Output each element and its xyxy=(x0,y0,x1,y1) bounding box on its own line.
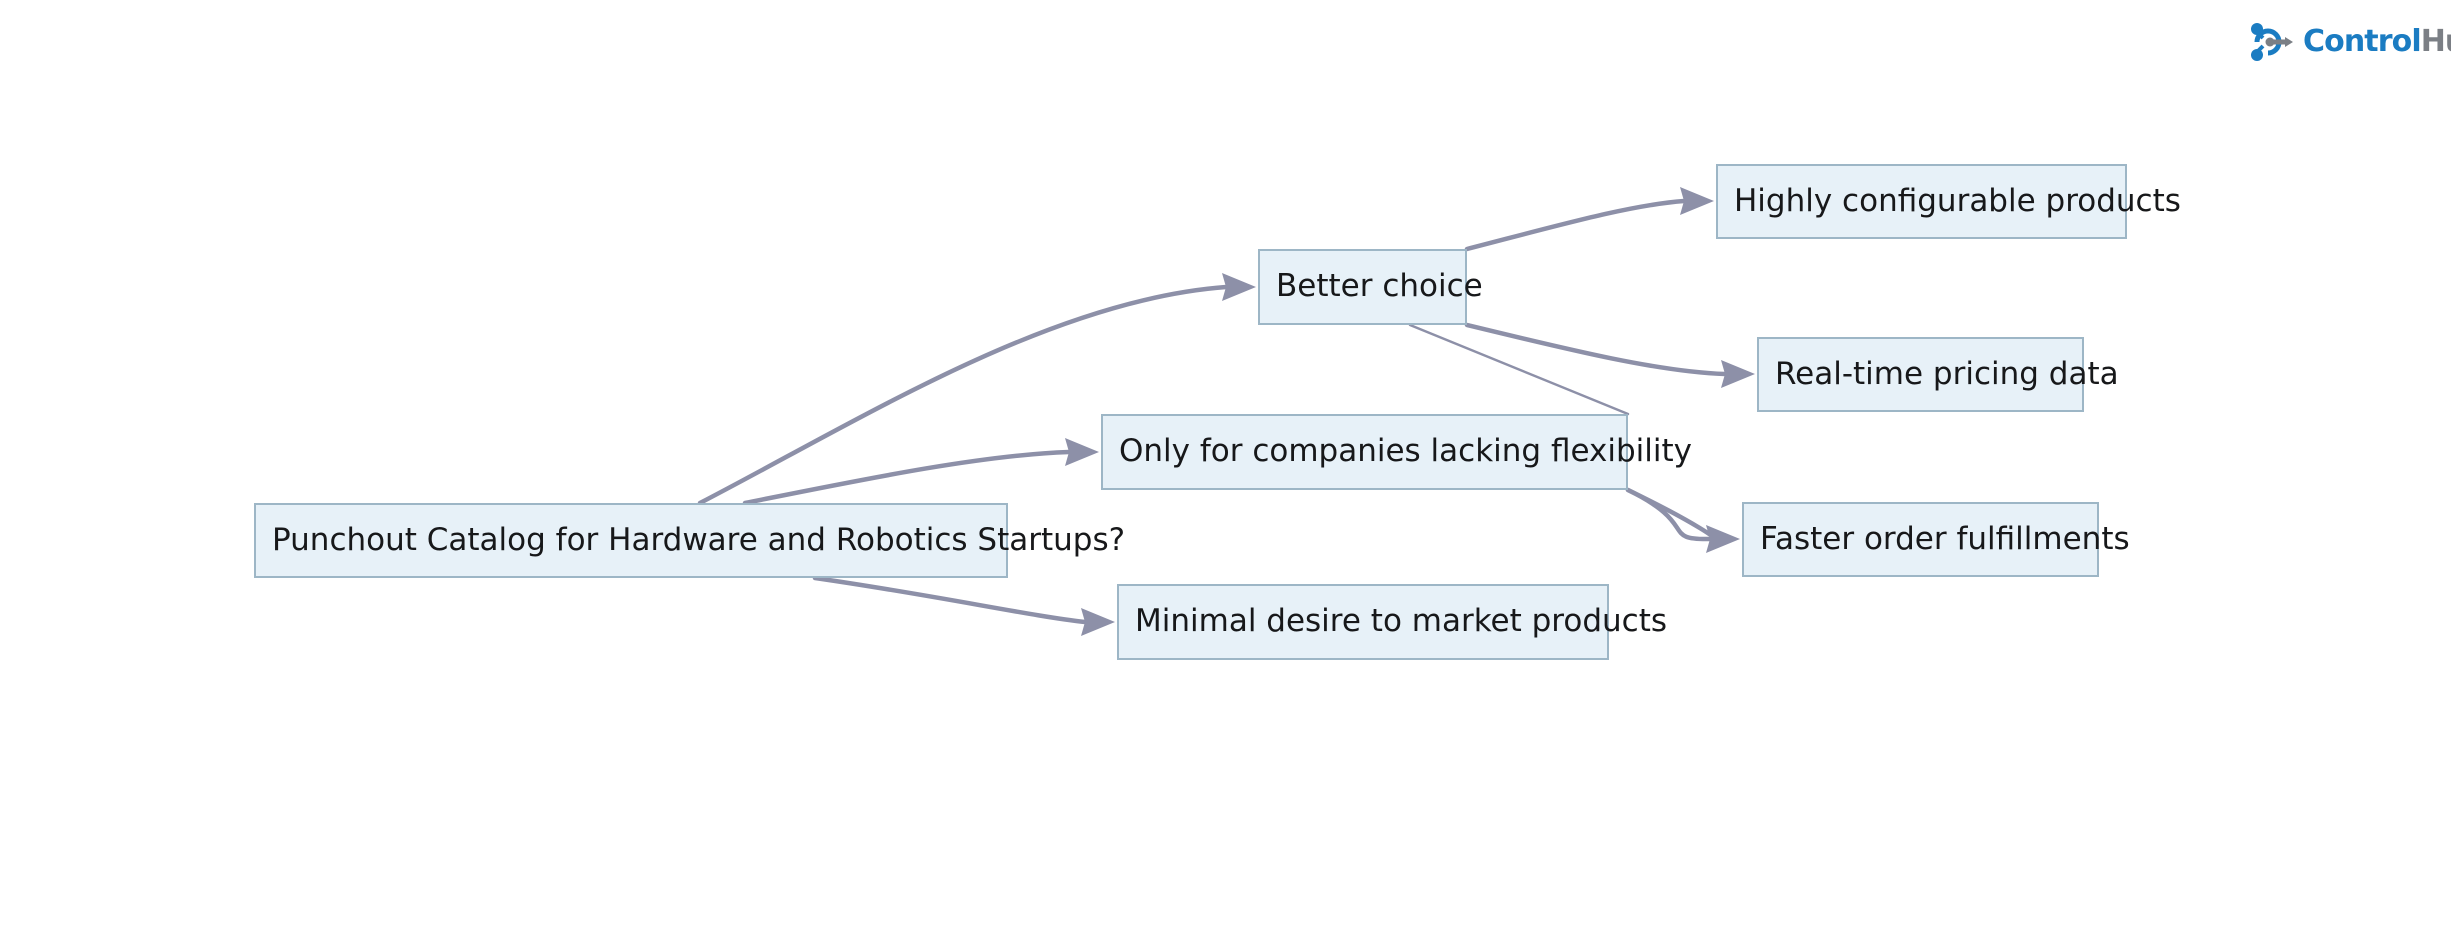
node-faster-order-fulfillments[interactable]: Faster order fulfillments xyxy=(1742,502,2130,577)
brand-wordmark-hub: Hub xyxy=(2420,24,2451,59)
node-better-choice[interactable]: Better choice xyxy=(1258,249,1483,325)
brand-logo: ControlHub xyxy=(2248,22,2451,62)
node-highly-configurable-products[interactable]: Highly configurable products xyxy=(1716,164,2181,239)
edge-better-choice-to-realtime-price xyxy=(1464,322,1755,388)
node-minimal-desire-to-market-products[interactable]: Minimal desire to market products xyxy=(1117,584,1667,660)
node-only-for-companies-lacking-flexibility[interactable]: Only for companies lacking flexibility xyxy=(1101,414,1692,490)
edge-better-choice-to-highly-config xyxy=(1464,187,1714,252)
node-faster-order-label: Faster order fulfillments xyxy=(1760,520,2130,557)
node-only-flex-label: Only for companies lacking flexibility xyxy=(1119,433,1692,470)
brand-wordmark-control: Control xyxy=(2303,24,2422,59)
network-node-icon xyxy=(2251,23,2293,61)
node-highly-config-label: Highly configurable products xyxy=(1734,182,2181,219)
edge-only-flex-to-faster-order xyxy=(1625,487,1740,553)
edge-root-to-minimal-desire xyxy=(812,575,1115,636)
edge-root-to-better-choice xyxy=(697,273,1256,506)
node-realtime-price-label: Real-time pricing data xyxy=(1775,355,2119,392)
node-root[interactable]: Punchout Catalog for Hardware and Roboti… xyxy=(254,503,1125,578)
node-root-label: Punchout Catalog for Hardware and Roboti… xyxy=(272,521,1126,558)
brand-wordmark: ControlHub xyxy=(2303,27,2451,57)
node-minimal-desire-label: Minimal desire to market products xyxy=(1135,603,1668,640)
node-real-time-pricing-data[interactable]: Real-time pricing data xyxy=(1757,337,2119,412)
node-better-choice-label: Better choice xyxy=(1276,268,1483,305)
edge-root-to-only-flex xyxy=(742,438,1099,506)
edge-better-choice-to-only-flex xyxy=(1408,323,1630,416)
